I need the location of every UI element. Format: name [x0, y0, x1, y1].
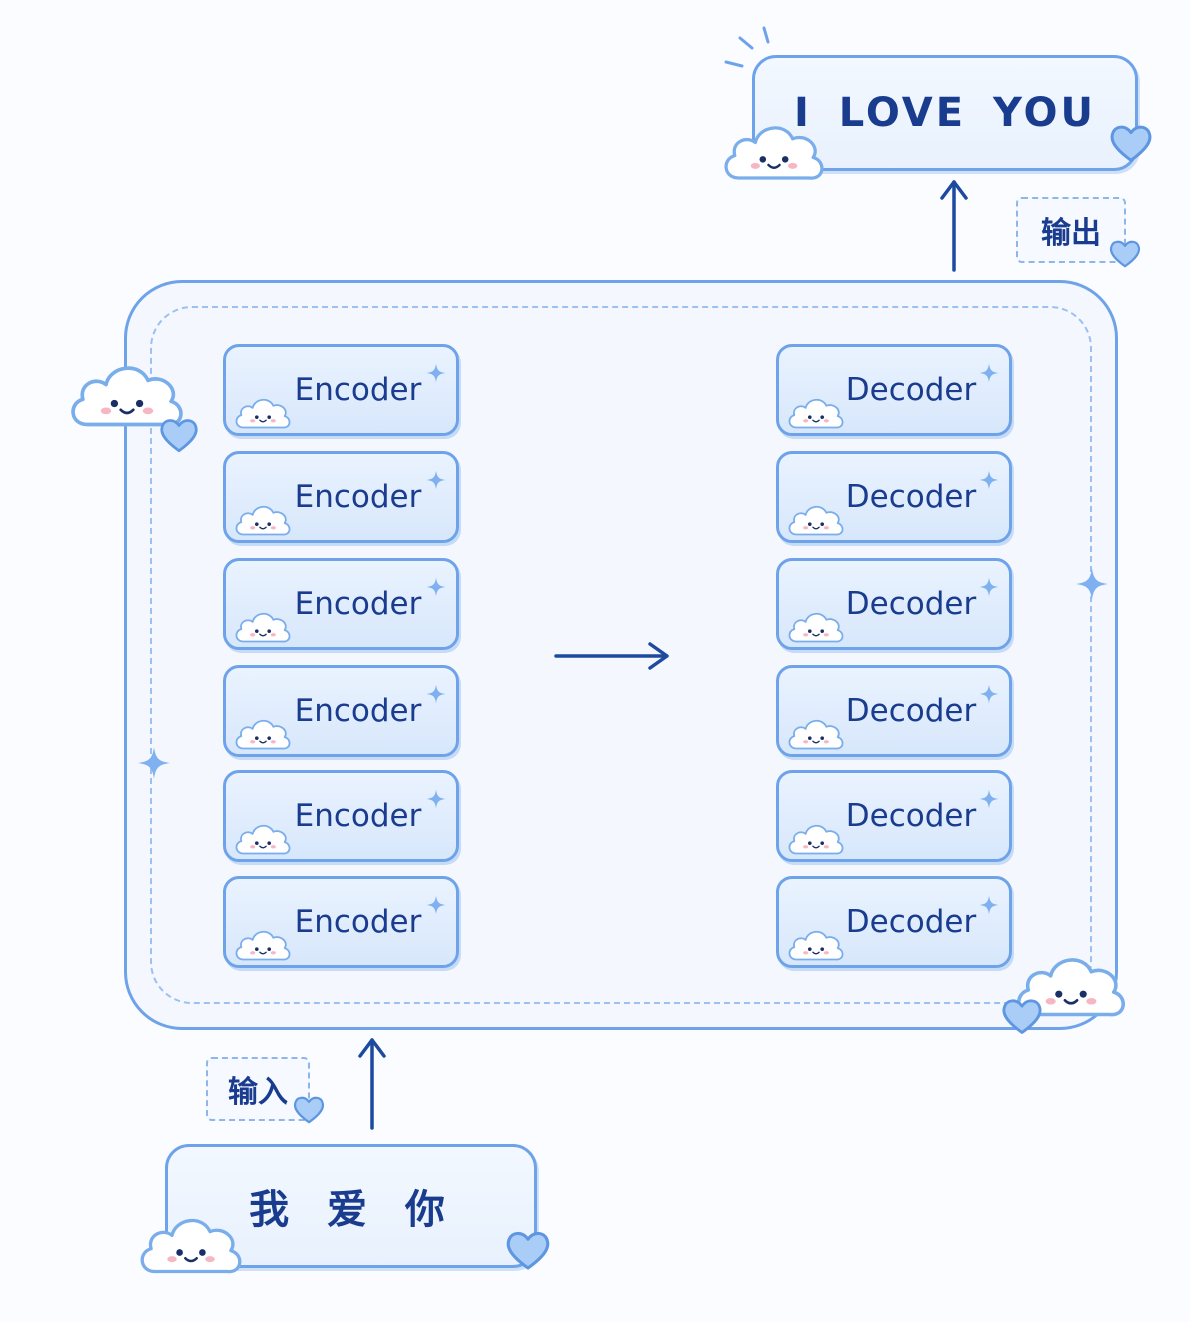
encoder-label: Encoder	[294, 798, 422, 834]
decoder-block: Decoder	[776, 344, 1012, 436]
frame-sparkle-left-icon	[137, 746, 171, 780]
encoder-label: Encoder	[294, 372, 422, 408]
output-heart-icon	[1108, 122, 1154, 164]
input-tag-label: 输入	[228, 1075, 288, 1110]
decoder-block: Decoder	[776, 876, 1012, 968]
decoder-block: Decoder	[776, 770, 1012, 862]
input-cloud-icon	[134, 1204, 248, 1282]
decoder-label: Decoder	[845, 479, 977, 515]
encoder-block: Encoder	[223, 558, 459, 650]
output-tag: 输出	[1016, 197, 1126, 263]
input-heart-icon	[504, 1228, 552, 1272]
input-tag: 输入	[206, 1057, 310, 1121]
output-tag-heart-icon	[1108, 238, 1142, 269]
encoder-label: Encoder	[294, 479, 422, 515]
output-text: I LOVE YOU	[793, 90, 1097, 136]
encoder-block: Encoder	[223, 451, 459, 543]
decoder-block: Decoder	[776, 665, 1012, 757]
output-cloud-icon	[718, 112, 830, 188]
encoder-block: Encoder	[223, 770, 459, 862]
output-tag-label: 输出	[1041, 216, 1101, 251]
decoder-block: Decoder	[776, 451, 1012, 543]
input-tag-heart-icon	[292, 1094, 326, 1125]
input-arrow	[358, 1038, 386, 1130]
decoder-label: Decoder	[845, 693, 977, 729]
encoder-to-decoder-arrow	[554, 642, 669, 670]
decoder-block: Decoder	[776, 558, 1012, 650]
decoder-label: Decoder	[845, 904, 977, 940]
encoder-block: Encoder	[223, 344, 459, 436]
decoder-label: Decoder	[845, 372, 977, 408]
frame-sparkle-right-icon	[1075, 567, 1109, 601]
encoder-label: Encoder	[294, 693, 422, 729]
encoder-block: Encoder	[223, 876, 459, 968]
output-arrow	[940, 180, 968, 272]
decoder-label: Decoder	[845, 798, 977, 834]
encoder-label: Encoder	[294, 904, 422, 940]
transformer-inner-dashed-border	[150, 306, 1092, 1004]
encoder-label: Encoder	[294, 586, 422, 622]
encoder-block: Encoder	[223, 665, 459, 757]
excitement-lines-icon	[724, 26, 770, 68]
frame-heart-bottom-right-icon	[1000, 996, 1044, 1036]
frame-heart-top-left-icon	[158, 416, 200, 454]
input-text: 我 爱 你	[249, 1187, 453, 1233]
decoder-label: Decoder	[845, 586, 977, 622]
